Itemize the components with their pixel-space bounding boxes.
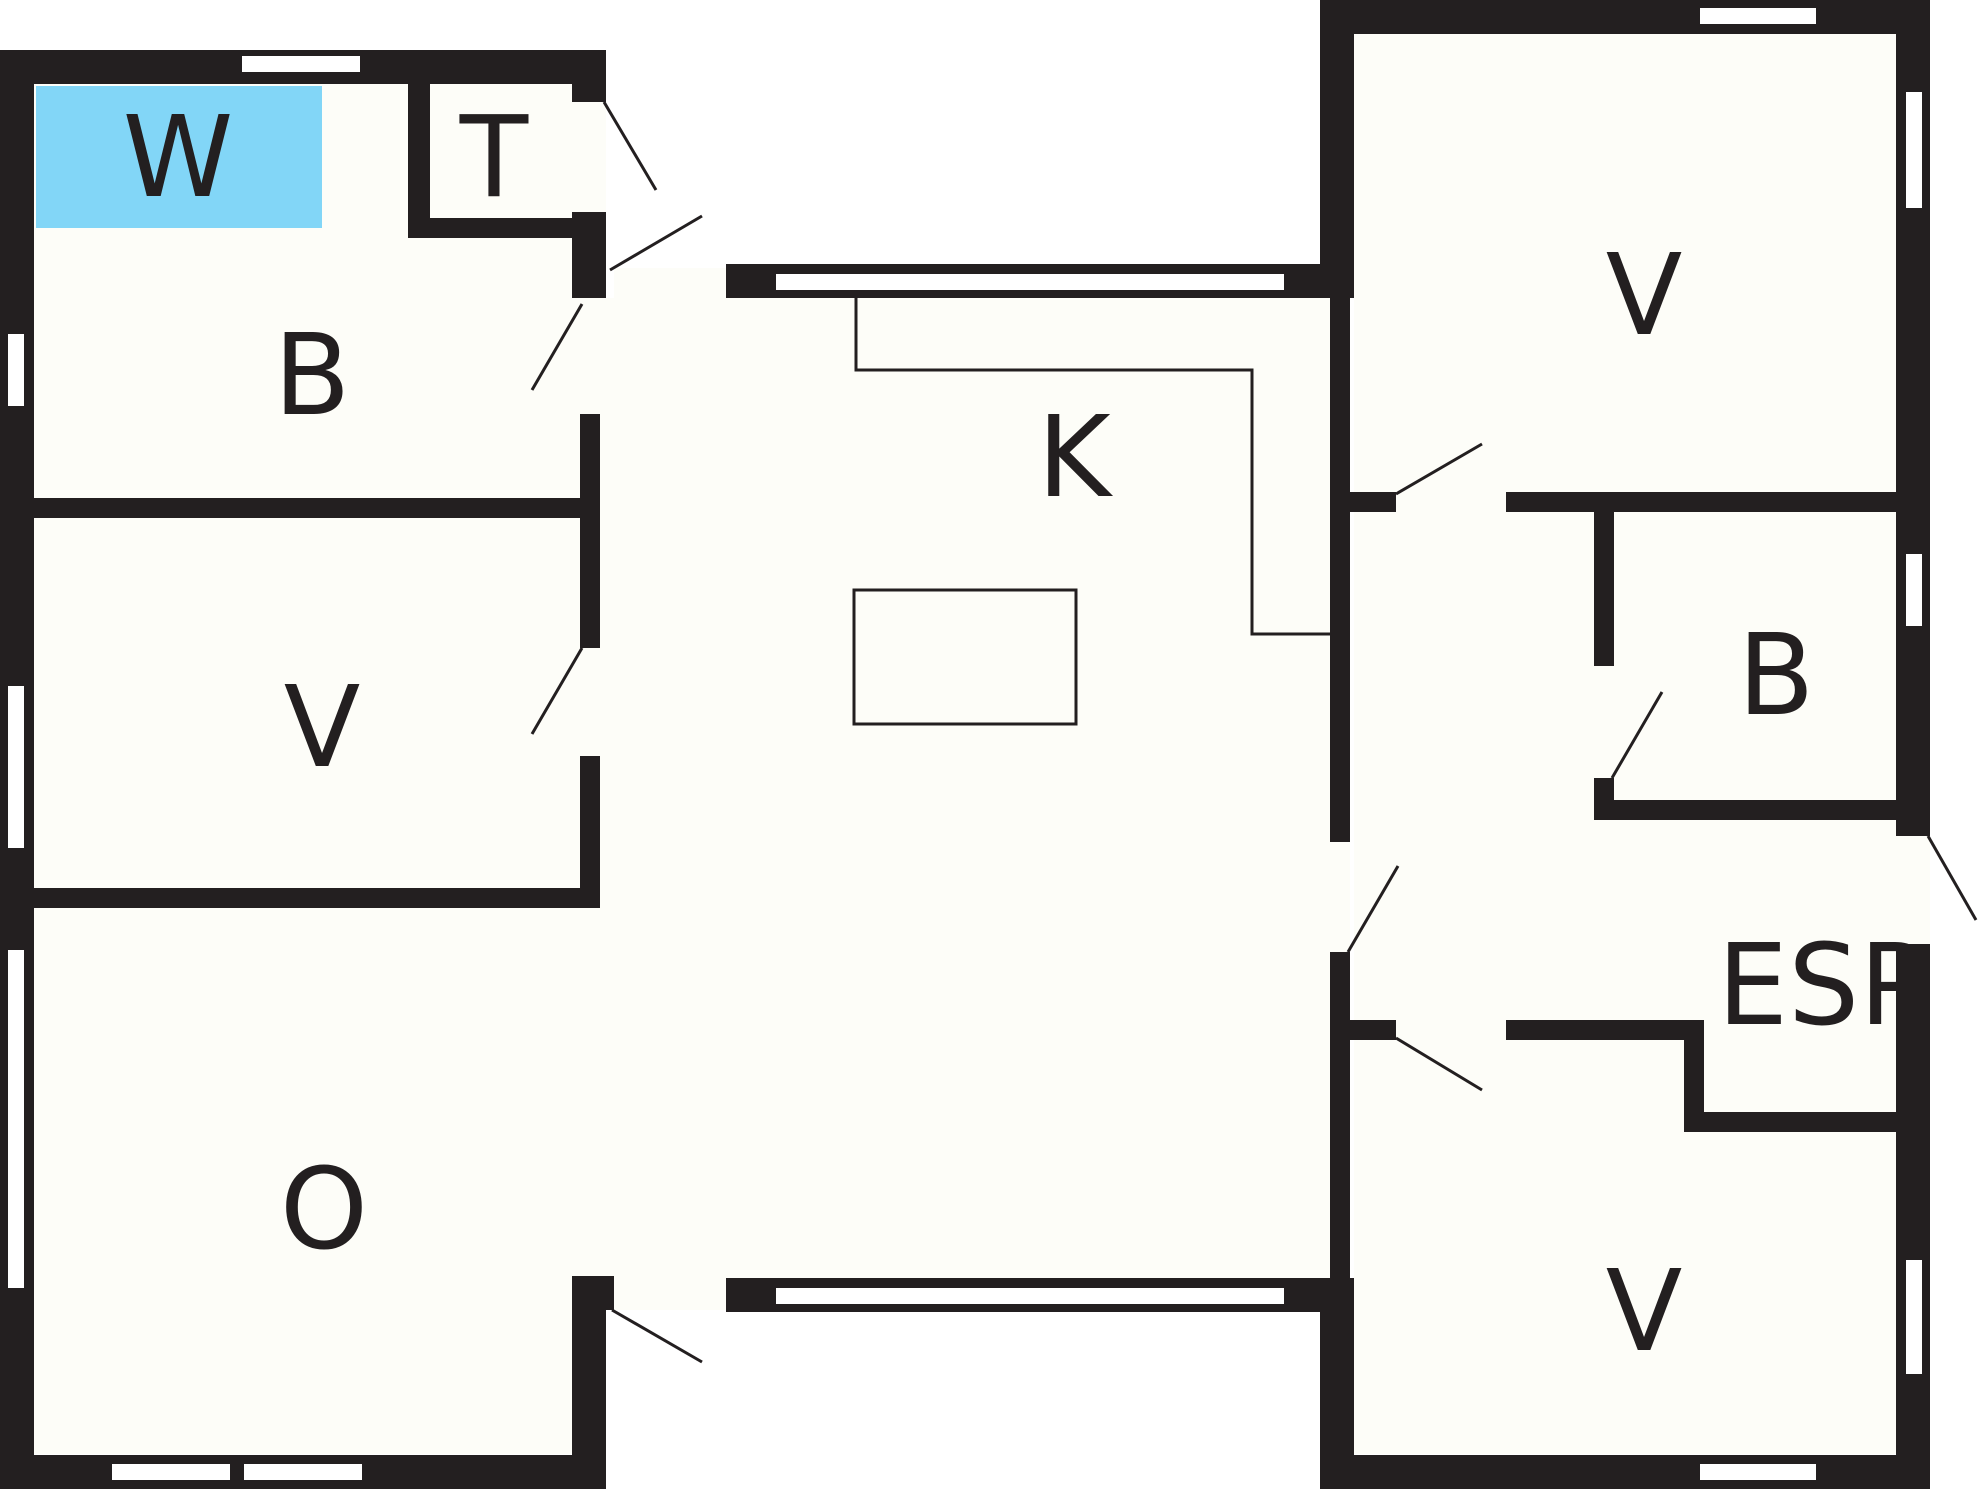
wall: [34, 498, 600, 518]
window: [8, 686, 24, 848]
wall: [1350, 492, 1396, 512]
wall: [408, 218, 606, 238]
door-opening: [1896, 836, 1930, 944]
door-opening: [580, 304, 600, 414]
door-opening: [1594, 666, 1614, 778]
door-opening: [1330, 842, 1350, 952]
kitchen-counter: [854, 298, 1330, 636]
door-swing: [1395, 1036, 1483, 1092]
door-swing: [609, 214, 703, 272]
floor-right-wing: [1354, 34, 1898, 1454]
door-opening: [580, 648, 600, 756]
wall: [1594, 512, 1614, 666]
wall: [1320, 1278, 1354, 1489]
windows: [8, 8, 1922, 1480]
door-swing: [1926, 835, 1978, 921]
door-opening: [1396, 492, 1506, 512]
wall: [1684, 1112, 1896, 1132]
wall: [572, 1276, 614, 1310]
wall: [1350, 1020, 1396, 1040]
wall: [1330, 298, 1350, 842]
wall: [1320, 1455, 1930, 1489]
door-swing: [530, 647, 584, 735]
room-label-w: W: [123, 93, 234, 223]
room-label-esp: ESP: [1717, 921, 1926, 1051]
room-label-v-left: V: [284, 663, 361, 793]
wall: [1320, 0, 1930, 34]
wall: [1896, 944, 1930, 1489]
floor-areas: [34, 34, 1898, 1454]
wall: [1896, 944, 1930, 1024]
door-opening: [572, 102, 606, 212]
room-label-b-right: B: [1738, 611, 1815, 741]
door-swings: [530, 101, 1978, 1364]
room-label-b-left: B: [274, 311, 351, 441]
window: [8, 334, 24, 406]
wall: [1320, 0, 1354, 298]
wall: [572, 50, 606, 102]
floor-left-wing: [34, 84, 594, 1454]
room-label-v-bottom-right: V: [1606, 1247, 1683, 1377]
wardrobe-highlight: [36, 86, 322, 228]
window: [1700, 8, 1816, 24]
wall: [1594, 800, 1896, 820]
door-swing: [611, 1308, 703, 1364]
floor-door-bottom: [614, 1278, 726, 1310]
wall: [1506, 492, 1896, 512]
door-swing: [1395, 442, 1483, 496]
window: [242, 56, 360, 72]
door-opening: [1396, 1020, 1506, 1040]
floor-door-top: [614, 268, 726, 298]
window: [1906, 554, 1922, 626]
door-swing: [602, 101, 658, 191]
window: [1906, 92, 1922, 208]
door-swing: [1346, 865, 1400, 953]
window: [776, 274, 1284, 290]
kitchen-table: [852, 588, 1078, 726]
room-label-v-top-right: V: [1606, 231, 1683, 361]
wall: [1684, 1020, 1704, 1132]
window: [244, 1464, 362, 1480]
room-label-o: O: [280, 1145, 368, 1275]
window: [776, 1288, 1284, 1304]
room-label-t: T: [459, 93, 529, 223]
wall: [1330, 952, 1350, 1278]
floor-kitchen: [594, 298, 1334, 1278]
wall: [34, 888, 600, 908]
window: [8, 950, 24, 1288]
room-labels: W T B V O K V B ESP V: [123, 93, 1927, 1377]
window: [1906, 1260, 1922, 1374]
door-openings: [572, 102, 1930, 1040]
window: [1700, 1464, 1816, 1480]
wall: [572, 1276, 606, 1489]
door-swing: [530, 303, 584, 391]
wall: [408, 84, 430, 238]
room-label-k: K: [1037, 393, 1113, 523]
door-swing: [1610, 691, 1664, 779]
window: [112, 1464, 230, 1480]
wall: [1506, 1020, 1684, 1040]
